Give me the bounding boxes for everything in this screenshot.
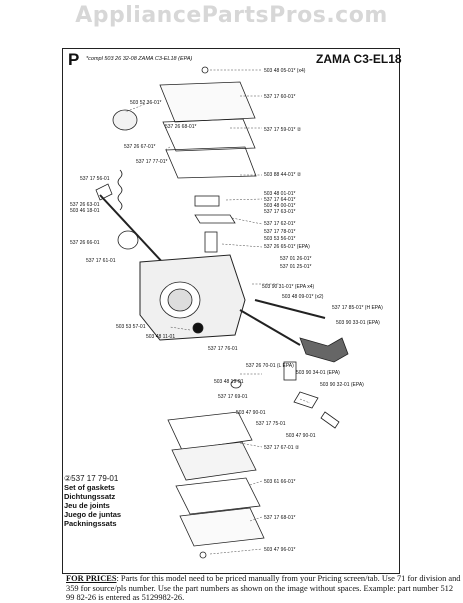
- part-label: 537 26 66-01: [70, 240, 100, 246]
- part-label: 537 17 67-01 ②: [264, 445, 300, 451]
- limiter-cap-assembly: [299, 337, 349, 363]
- part-label: 503 90 33-01 (EPA): [336, 320, 380, 326]
- part-label: 537 26 65-01* (EPA): [264, 244, 310, 250]
- part-label: 503 88 44-01* ②: [264, 172, 302, 178]
- check-valve: [283, 361, 297, 381]
- metering-lever: [194, 195, 220, 207]
- part-label: 537 17 85-01* (H EPA): [332, 305, 383, 311]
- limiter-screw: [320, 411, 340, 429]
- part-label: 503 47 90-01: [286, 433, 316, 439]
- needle-spring: [117, 169, 123, 211]
- part-label: 503 48 19-01: [214, 379, 244, 385]
- part-label: 503 61 66-01*: [264, 479, 295, 485]
- pump-diaphragm: [162, 118, 256, 152]
- part-label: 503 53 57-01: [116, 324, 146, 330]
- low-speed-needle: [239, 309, 301, 346]
- metering-gasket: [167, 411, 253, 451]
- part-label: 503 48 05-01* (x4): [264, 68, 306, 74]
- part-label: 537 26 63-01: [70, 202, 100, 208]
- filter-screen: [112, 109, 138, 131]
- part-label: 503 52 36-01*: [130, 100, 161, 106]
- pricing-note-lead: FOR PRICES: [66, 574, 117, 583]
- part-label: 537 17 64-01*: [264, 197, 295, 203]
- part-label: 503 47 96-01*: [264, 547, 295, 553]
- part-label: 503 90 32-01 (EPA): [320, 382, 364, 388]
- part-label: 537 01 26-01*: [280, 256, 311, 262]
- cover-screw: [199, 551, 207, 559]
- metering-cover: [179, 507, 265, 547]
- screw-top: [201, 66, 209, 74]
- part-label: 503 90 31-01* (EPA x4): [262, 284, 314, 290]
- part-label: 537 17 59-01* ②: [264, 127, 302, 133]
- metering-plate: [175, 477, 261, 515]
- pricing-note: FOR PRICES: Parts for this model need to…: [66, 574, 461, 603]
- gasket-set-line: Juego de juntas: [64, 510, 122, 519]
- lever-pin: [194, 214, 236, 224]
- carb-bore: [167, 288, 193, 312]
- throttle-lever: [95, 183, 113, 201]
- pump-gasket: [165, 146, 257, 179]
- screw-assembly: [293, 391, 319, 409]
- choke-plate: [117, 230, 139, 250]
- metering-diaphragm: [171, 441, 257, 481]
- part-label: 537 17 76-01: [208, 346, 238, 352]
- part-label: 503 48 11-01: [146, 334, 175, 340]
- part-label: 537 26 67-01*: [124, 144, 155, 150]
- part-label: 503 48 00-01*: [264, 203, 295, 209]
- pricing-note-text: : Parts for this model need to be priced…: [66, 574, 461, 603]
- part-label: 503 48 01-01*: [264, 191, 295, 197]
- inlet-needle: [204, 231, 218, 253]
- part-label: 503 47 90-01: [236, 410, 266, 416]
- part-label: 537 17 56-01: [80, 176, 110, 182]
- model-title: ZAMA C3-EL18: [316, 52, 402, 66]
- part-label: 537 17 63-01*: [264, 209, 295, 215]
- part-label: 537 17 62-01*: [264, 221, 295, 227]
- high-speed-needle: [254, 299, 326, 319]
- gasket-set-line: Set of gaskets: [64, 483, 115, 492]
- plug: [192, 322, 204, 334]
- part-label: 537 17 75-01: [256, 421, 286, 427]
- part-label: 537 01 25-01*: [280, 264, 311, 270]
- part-label: 537 17 60-01*: [264, 94, 295, 100]
- gasket-set-part-number: ②537 17 79-01: [64, 474, 119, 483]
- part-label: 537 17 68-01*: [264, 515, 295, 521]
- complete-assembly-note: *compl 503 26 32-08 ZAMA C3-EL18 (EPA): [86, 56, 193, 62]
- part-label: 503 46 18-01: [70, 208, 100, 214]
- ring-small: [230, 379, 242, 389]
- part-label: 537 26 68-01*: [165, 124, 196, 130]
- throttle-shaft: [99, 194, 166, 266]
- part-label: 503 90 34-01 (EPA): [296, 370, 340, 376]
- gasket-set-legend: ②537 17 79-01 Set of gaskets Dichtungssa…: [64, 474, 148, 528]
- part-label: 537 17 61-01: [86, 258, 116, 264]
- gasket-set-line: Packningssats: [64, 519, 117, 528]
- gasket-set-line: Jeu de joints: [64, 501, 110, 510]
- part-label: 503 48 09-01* (x2): [282, 294, 324, 300]
- gasket-set-line: Dichtungssatz: [64, 492, 116, 501]
- carb-cover: [159, 81, 256, 123]
- part-label: 537 17 77-01*: [136, 159, 167, 165]
- part-label: 503 53 56-01*: [264, 236, 295, 242]
- part-label: 537 17 78-01*: [264, 229, 295, 235]
- part-label: 537 26 70-01 (L EPA): [246, 363, 294, 369]
- sheet-letter: P: [68, 50, 80, 69]
- part-label: 537 17 69-01: [218, 394, 248, 400]
- site-watermark: AppliancePartsPros.com: [75, 3, 388, 28]
